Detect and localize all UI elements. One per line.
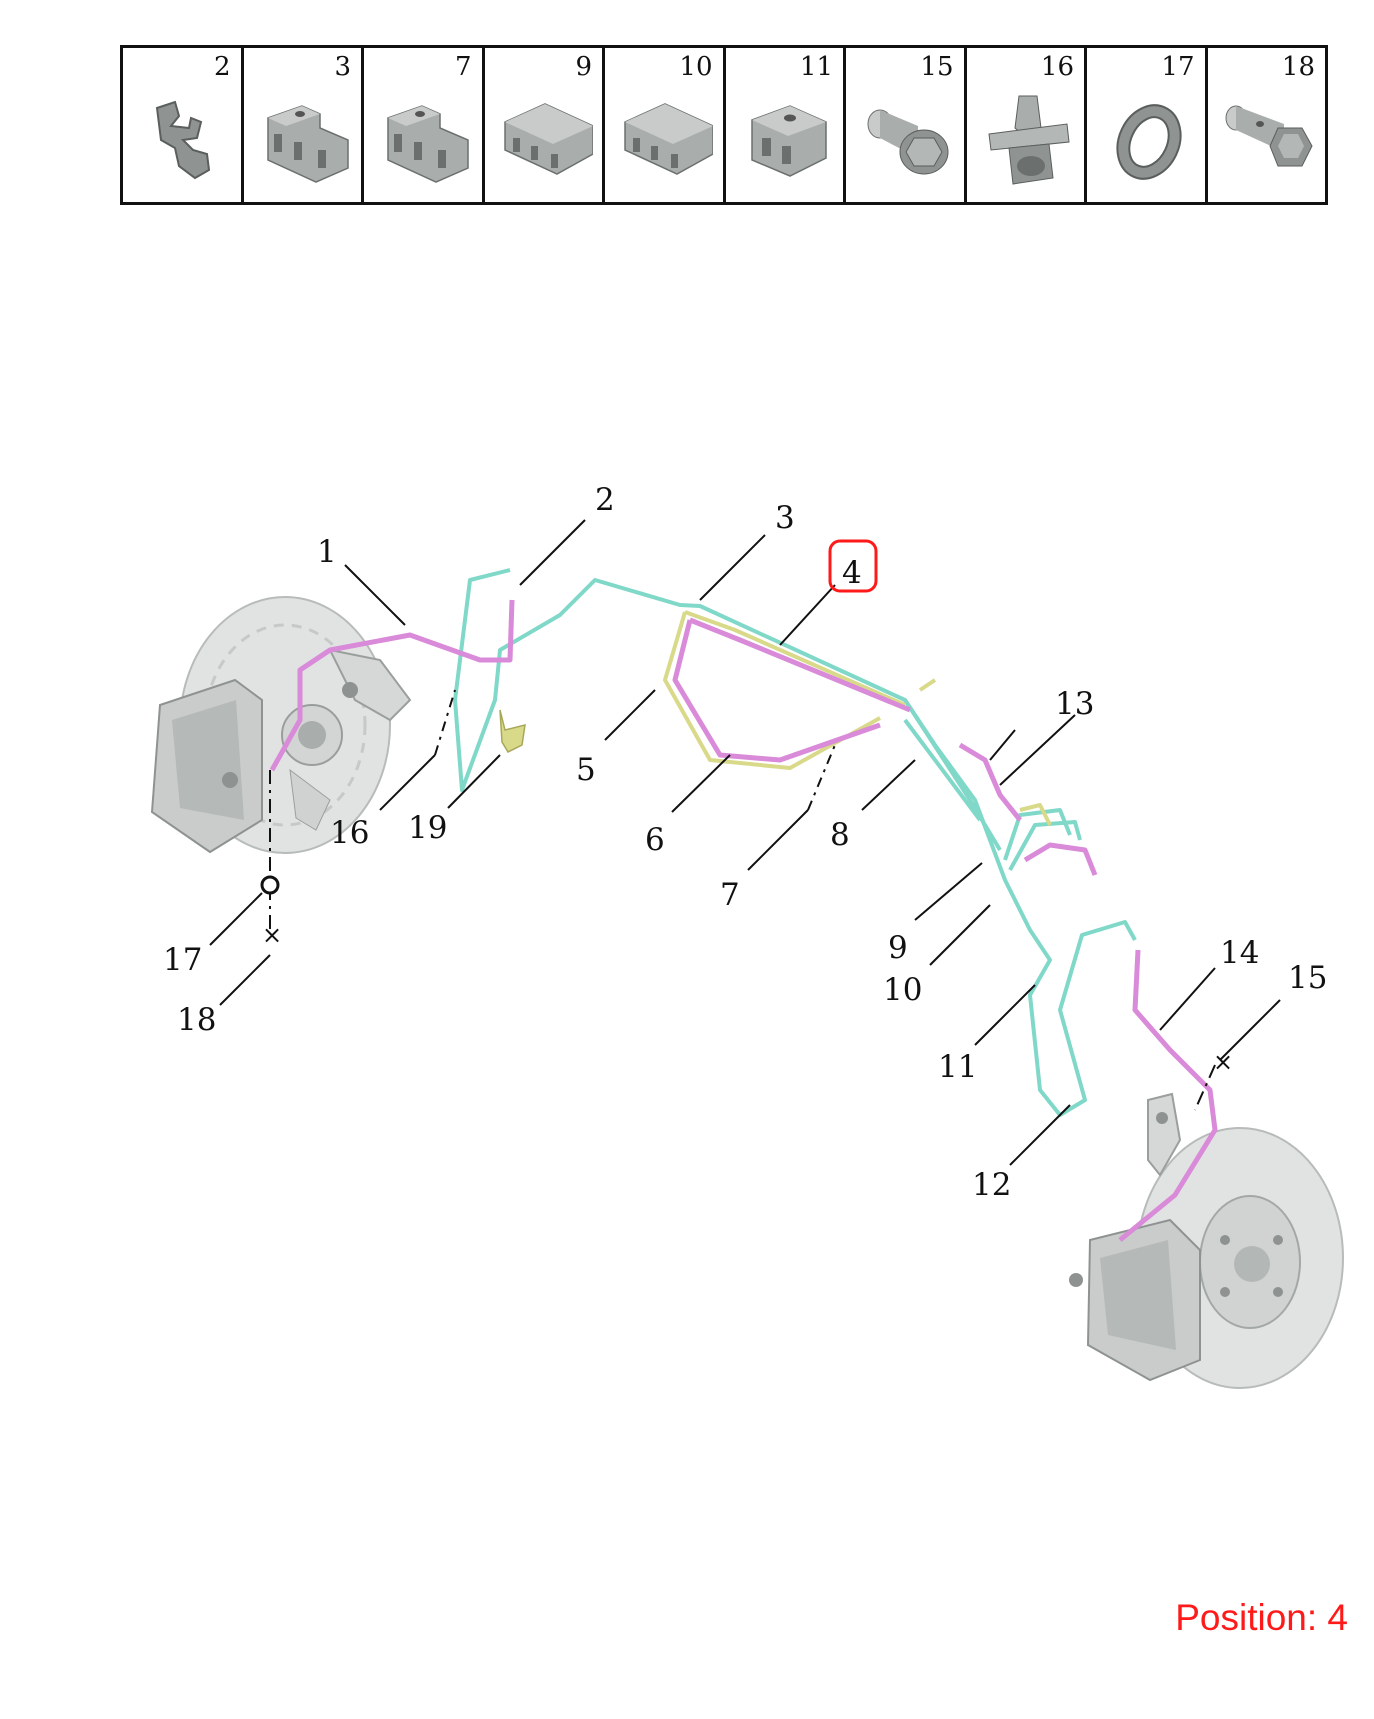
callout-15[interactable]: 15 <box>1288 960 1327 996</box>
callout-4[interactable]: 4 <box>842 555 862 591</box>
part-number: 2 <box>213 52 231 82</box>
callout-8[interactable]: 8 <box>830 817 850 853</box>
leader-lines <box>209 519 1281 1166</box>
left-brake-assembly <box>150 596 412 854</box>
part-number: 15 <box>920 52 954 82</box>
part-cell-15[interactable]: 15 <box>846 48 967 202</box>
callout-9[interactable]: 9 <box>888 930 908 966</box>
part-cell-17[interactable]: 17 <box>1087 48 1208 202</box>
part-cell-2[interactable]: 2 <box>123 48 244 202</box>
part-cell-16[interactable]: 16 <box>967 48 1087 202</box>
bolt-marker-15: × <box>1213 1048 1233 1076</box>
callout-18[interactable]: 18 <box>177 1002 216 1038</box>
bolt-marker-18: × <box>262 921 282 949</box>
part-number: 16 <box>1040 52 1074 82</box>
callout-7[interactable]: 7 <box>720 877 740 913</box>
part-number: 3 <box>334 52 351 82</box>
brake-lines-cyan <box>453 568 1137 1117</box>
callout-5[interactable]: 5 <box>576 752 596 788</box>
position-label: Position: 4 <box>1175 1597 1348 1638</box>
callout-17[interactable]: 17 <box>163 942 202 978</box>
highlight-box <box>828 539 878 593</box>
part-cell-9[interactable]: 9 <box>485 48 605 202</box>
part-number: 9 <box>575 52 592 82</box>
part-cell-10[interactable]: 10 <box>605 48 726 202</box>
push-clip-icon <box>987 95 1070 185</box>
double-clamp-icon <box>387 105 469 183</box>
part-cell-18[interactable]: 18 <box>1208 48 1326 202</box>
callout-3[interactable]: 3 <box>775 500 795 536</box>
part-number: 11 <box>799 52 833 82</box>
single-clamp-icon <box>750 105 827 177</box>
flange-bolt-icon <box>867 109 949 175</box>
callout-12[interactable]: 12 <box>972 1167 1011 1203</box>
part-number: 17 <box>1161 52 1195 82</box>
callout-6[interactable]: 6 <box>645 822 665 858</box>
triple-clamp-icon <box>503 103 593 175</box>
callout-1[interactable]: 1 <box>317 534 337 570</box>
parts-reference-strip: 2 3 7 9 <box>120 45 1328 205</box>
callout-16[interactable]: 16 <box>330 815 369 851</box>
double-clamp-icon <box>266 105 349 183</box>
callout-2[interactable]: 2 <box>595 482 615 518</box>
bracket-part-19 <box>499 709 526 753</box>
part-cell-11[interactable]: 11 <box>726 48 846 202</box>
right-brake-assembly <box>1069 1092 1344 1389</box>
callout-10[interactable]: 10 <box>883 972 922 1008</box>
clip-icon <box>155 100 211 180</box>
brake-hoses-pink <box>269 599 1218 1242</box>
washer-icon <box>1116 104 1182 180</box>
part-number: 18 <box>1281 52 1315 82</box>
banjo-bolt-icon <box>1225 105 1313 167</box>
callout-19[interactable]: 19 <box>408 810 447 846</box>
callout-11[interactable]: 11 <box>938 1049 977 1085</box>
callout-13[interactable]: 13 <box>1055 686 1094 722</box>
part-cell-3[interactable]: 3 <box>244 48 364 202</box>
part-cell-7[interactable]: 7 <box>364 48 485 202</box>
brake-lines-yellow <box>663 610 1052 826</box>
triple-clamp-icon <box>624 103 713 175</box>
washer-marker-17 <box>260 875 280 895</box>
part-number: 7 <box>454 52 472 82</box>
callout-14[interactable]: 14 <box>1220 935 1259 971</box>
part-number: 10 <box>679 52 713 82</box>
